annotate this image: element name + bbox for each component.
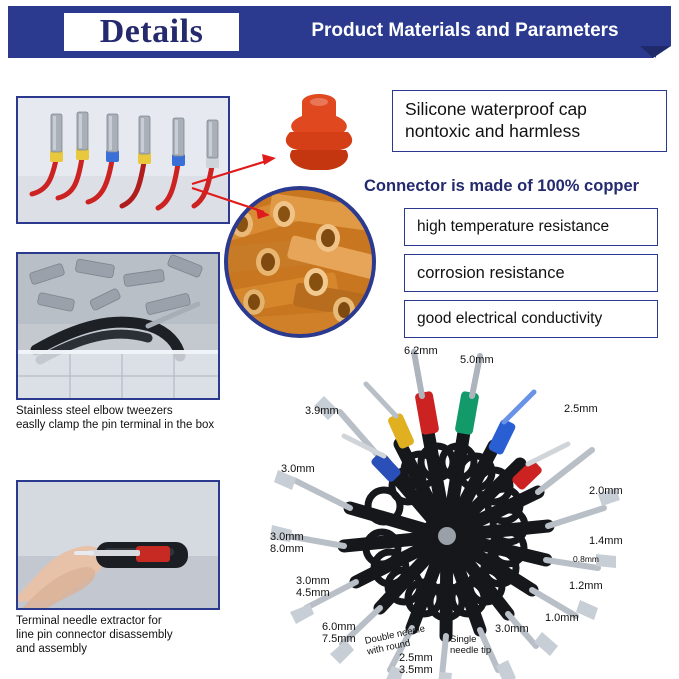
details-label: Details <box>99 13 204 50</box>
copper-tubes-illustration <box>224 186 376 338</box>
feature-text-temperature: high temperature resistance <box>417 218 610 235</box>
silicone-cap-text: Silicone waterproof cap nontoxic and har… <box>405 99 587 141</box>
feature-box-conductivity: good electrical conductivity <box>404 300 658 338</box>
extractor-illustration <box>18 482 218 608</box>
fan-label-3: 2.5mm <box>564 403 598 415</box>
needle-extractor-photo <box>16 480 220 610</box>
tweezers-photo <box>16 252 220 400</box>
fan-label-15: Single needle tip <box>450 634 492 656</box>
fan-label-1: 5.0mm <box>460 354 494 366</box>
tweezers-caption: Stainless steel elbow tweezers easlly cl… <box>16 405 215 432</box>
fan-label-16: 3.0mm <box>495 623 529 635</box>
pointer-arrows <box>191 154 276 219</box>
fan-label-5: 2.0mm <box>589 485 623 497</box>
fan-label-14: 2.5mm 3.5mm <box>399 652 433 677</box>
silicone-cap-illustration <box>285 94 353 170</box>
feature-text-corrosion: corrosion resistance <box>417 263 565 282</box>
feature-box-temperature: high temperature resistance <box>404 208 658 246</box>
copper-headline: Connector is made of 100% copper <box>364 177 640 195</box>
banner-title: Product Materials and Parameters <box>311 20 619 41</box>
fan-label-10: 1.2mm <box>569 580 603 592</box>
fan-label-8: 0.8mm <box>573 554 599 564</box>
tool-fan-diagram: 6.2mm 5.0mm 3.9mm 2.5mm 3.0mm 2.0mm 3.0m… <box>232 340 679 679</box>
tweezers-illustration <box>18 254 218 398</box>
fan-label-9: 3.0mm 4.5mm <box>296 575 330 600</box>
extractor-caption: Terminal needle extractor for line pin c… <box>16 615 173 656</box>
fan-label-6: 3.0mm 8.0mm <box>270 531 304 556</box>
fan-label-7: 1.4mm <box>589 535 623 547</box>
fan-label-2: 3.9mm <box>305 405 339 417</box>
feature-box-corrosion: corrosion resistance <box>404 254 658 292</box>
header-banner: Details Product Materials and Parameters <box>8 6 671 58</box>
fan-label-11: 1.0mm <box>545 612 579 624</box>
details-badge: Details <box>64 13 239 51</box>
fan-label-12: 6.0mm 7.5mm <box>322 621 356 646</box>
feature-text-conductivity: good electrical conductivity <box>417 310 603 327</box>
silicone-cap-textbox: Silicone waterproof cap nontoxic and har… <box>392 90 667 152</box>
fan-label-4: 3.0mm <box>281 463 315 475</box>
fan-label-0: 6.2mm <box>404 345 438 357</box>
fan-tools-illustration <box>270 349 620 679</box>
